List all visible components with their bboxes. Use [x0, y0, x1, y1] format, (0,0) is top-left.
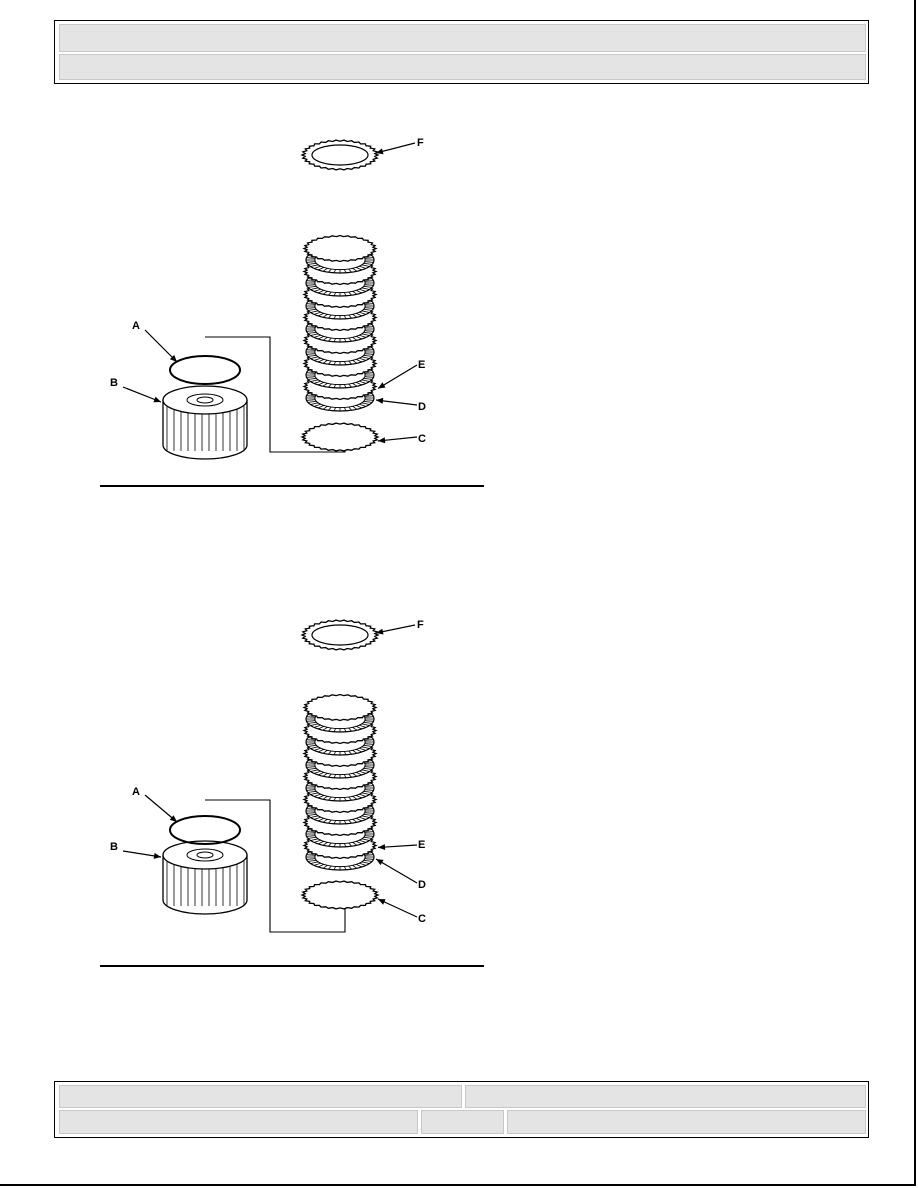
end-plate-c: [300, 880, 380, 910]
arrow-a: [144, 329, 178, 363]
callout-e: E: [418, 839, 426, 851]
callout-d: D: [418, 401, 426, 413]
pressure-plate-bore: [311, 624, 369, 646]
snap-ring-a: [169, 815, 241, 845]
arrow-c: [377, 436, 418, 444]
clutch-pack-illustration: [122, 619, 418, 933]
pressure-plate-bore: [311, 144, 369, 166]
arrow-c: [377, 898, 418, 918]
footer-cell-left-top: [59, 1085, 462, 1108]
callout-f: F: [417, 137, 424, 149]
arrow-d: [375, 397, 418, 406]
callout-e: E: [418, 359, 426, 371]
clutch-pack-illustration: [122, 139, 418, 460]
arrow-b: [122, 850, 162, 859]
footer-cell-left-bottom: [59, 1110, 418, 1134]
arrow-f: [375, 624, 416, 635]
clutch-drum-b: [162, 840, 248, 915]
clutch-drawing: [122, 139, 418, 460]
callout-d: D: [418, 879, 426, 891]
arrow-b: [122, 386, 162, 403]
header-subtitle-bar: [59, 54, 866, 80]
footer-cell-right-top: [465, 1085, 866, 1108]
callout-b: B: [110, 377, 118, 389]
callout-c: C: [418, 433, 426, 445]
callout-f: F: [417, 619, 424, 631]
callout-a: A: [132, 320, 140, 332]
header-title-bar: [59, 24, 866, 52]
callout-a: A: [132, 786, 140, 798]
figure-1-rule: [100, 485, 484, 487]
connector-line: [205, 799, 346, 933]
clutch-diagram-1: A B C D E F: [95, 115, 485, 490]
arrow-e: [377, 844, 418, 850]
document-header: [54, 20, 869, 84]
callout-c: C: [418, 913, 426, 925]
arrow-e: [377, 364, 418, 390]
clutch-drum-b: [162, 385, 248, 460]
clutch-diagram-2: A B C D E F: [95, 595, 485, 970]
arrow-d: [375, 858, 418, 884]
arrow-f: [375, 142, 416, 155]
end-plate-c: [300, 422, 380, 452]
callout-b: B: [110, 841, 118, 853]
clutch-drawing: [122, 619, 418, 933]
footer-cell-right-bottom: [507, 1110, 866, 1134]
arrow-a: [144, 794, 178, 823]
snap-ring-a: [169, 355, 241, 385]
footer-cell-middle-bottom: [421, 1110, 504, 1134]
steel-plate: [302, 693, 378, 722]
figure-2-rule: [100, 965, 484, 967]
steel-plate: [302, 234, 378, 263]
document-footer: [54, 1081, 869, 1138]
